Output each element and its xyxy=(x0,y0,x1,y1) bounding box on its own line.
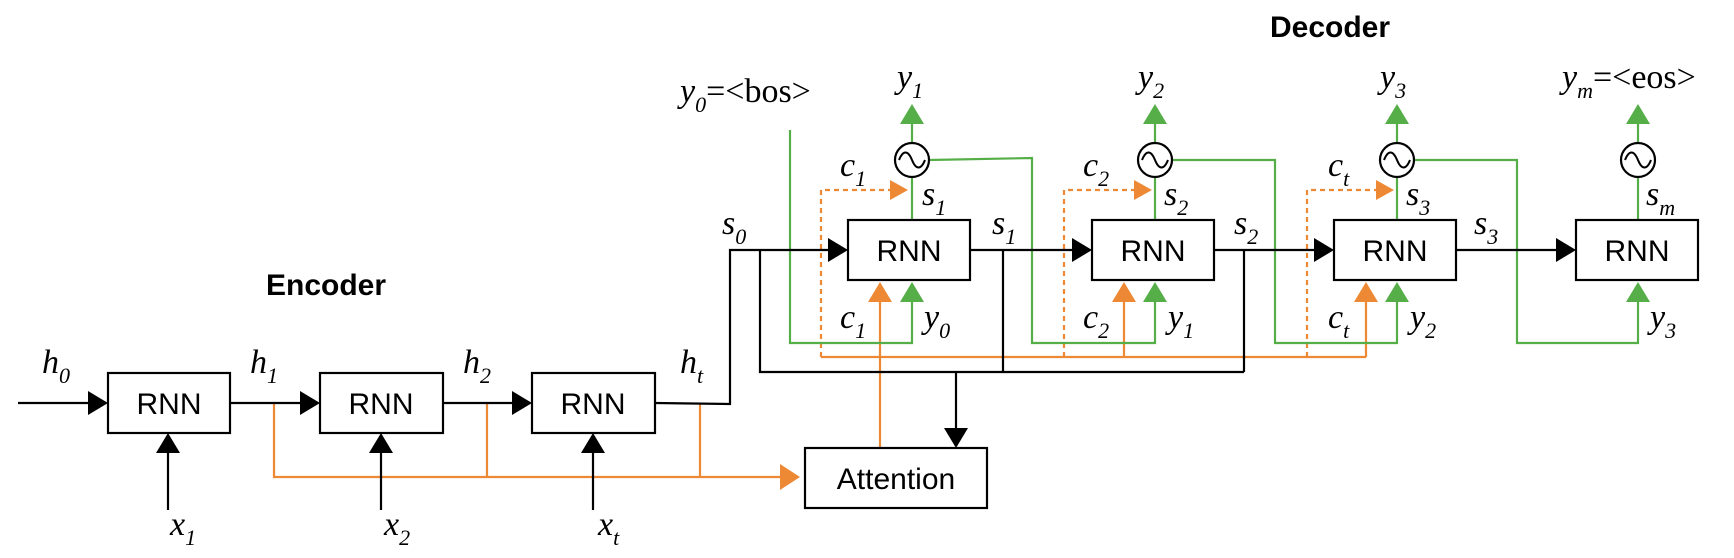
label-y3-input: y3 xyxy=(1647,299,1676,343)
rnn-label: RNN xyxy=(137,388,202,421)
sine-wave-circle-icon xyxy=(1619,141,1657,179)
label-x1: x1 xyxy=(169,506,196,550)
decoder-rnn-m: RNN xyxy=(1574,218,1700,282)
encoder-rnn-2: RNN xyxy=(318,371,445,435)
svg-text:c2: c2 xyxy=(1083,147,1109,191)
attention-block: Attention xyxy=(803,446,989,510)
rnn-label: RNN xyxy=(877,235,942,268)
label-y0-input: y0 xyxy=(921,299,950,343)
label-c2-bottom: c2 xyxy=(1083,299,1109,343)
label-y1-output: y1 xyxy=(894,59,923,103)
label-s2-upper: s2 xyxy=(1164,176,1188,220)
svg-text:s0: s0 xyxy=(722,205,746,249)
label-y2-input: y2 xyxy=(1407,299,1436,343)
label-ym-eos: ym=<eos> xyxy=(1559,59,1696,103)
encoder-rnn-t: RNN xyxy=(530,371,657,435)
svg-text:x1: x1 xyxy=(169,506,196,550)
sine-wave-circle-icon xyxy=(893,141,931,179)
label-x2: x2 xyxy=(383,506,410,550)
encoder-to-attention-lines xyxy=(272,403,800,490)
svg-text:s2: s2 xyxy=(1234,205,1258,249)
label-s3-upper: s3 xyxy=(1406,176,1430,220)
label-ct-bottom: ct xyxy=(1328,299,1350,343)
rnn-label: RNN xyxy=(349,388,414,421)
svg-text:y0=<bos>: y0=<bos> xyxy=(677,73,811,117)
svg-text:y1: y1 xyxy=(1165,299,1194,343)
rnn-label: RNN xyxy=(1363,235,1428,268)
decoder-output-lines xyxy=(788,104,1650,345)
svg-text:y1: y1 xyxy=(894,59,923,103)
decoder-rnn-1: RNN xyxy=(846,218,972,282)
label-h0: h0 xyxy=(42,344,70,388)
svg-text:h2: h2 xyxy=(463,344,491,388)
svg-text:c1: c1 xyxy=(840,147,866,191)
label-s2: s2 xyxy=(1234,205,1258,249)
encoder-title: Encoder xyxy=(266,269,386,302)
label-y0-bos: y0=<bos> xyxy=(677,73,811,117)
attention-context-lines xyxy=(819,180,1394,447)
label-ht: ht xyxy=(680,344,704,388)
svg-text:h1: h1 xyxy=(250,344,278,388)
svg-text:c1: c1 xyxy=(840,299,866,343)
svg-text:ct: ct xyxy=(1328,147,1350,191)
decoder-title: Decoder xyxy=(1270,11,1390,44)
label-h2: h2 xyxy=(463,344,491,388)
svg-text:s1: s1 xyxy=(992,205,1016,249)
label-c1-bottom: c1 xyxy=(840,299,866,343)
label-s3: s3 xyxy=(1474,205,1498,249)
state-flow-lines xyxy=(18,238,1576,510)
decoder-rnn-2: RNN xyxy=(1090,218,1216,282)
rnn-label: RNN xyxy=(1605,235,1670,268)
label-h1: h1 xyxy=(250,344,278,388)
svg-text:sm: sm xyxy=(1646,176,1675,220)
svg-text:h0: h0 xyxy=(42,344,70,388)
label-y1-input: y1 xyxy=(1165,299,1194,343)
encoder-rnn-1: RNN xyxy=(106,371,232,435)
svg-text:y3: y3 xyxy=(1377,59,1406,103)
rnn-label: RNN xyxy=(1121,235,1186,268)
label-s1-upper: s1 xyxy=(922,176,946,220)
svg-text:s1: s1 xyxy=(922,176,946,220)
svg-text:y0: y0 xyxy=(921,299,950,343)
decoder-rnn-3: RNN xyxy=(1332,218,1458,282)
svg-text:xt: xt xyxy=(597,506,620,550)
label-s1: s1 xyxy=(992,205,1016,249)
label-y2-output: y2 xyxy=(1135,59,1164,103)
label-s0: s0 xyxy=(722,205,746,249)
label-sm-upper: sm xyxy=(1646,176,1675,220)
label-ct-top: ct xyxy=(1328,147,1350,191)
svg-text:c2: c2 xyxy=(1083,299,1109,343)
svg-text:ym=<eos>: ym=<eos> xyxy=(1559,59,1696,103)
svg-text:ct: ct xyxy=(1328,299,1350,343)
rnn-label: RNN xyxy=(561,388,626,421)
label-c1-top: c1 xyxy=(840,147,866,191)
svg-text:s3: s3 xyxy=(1406,176,1430,220)
svg-text:s2: s2 xyxy=(1164,176,1188,220)
attention-label: Attention xyxy=(837,463,955,496)
label-xt: xt xyxy=(597,506,620,550)
label-c2-top: c2 xyxy=(1083,147,1109,191)
svg-text:x2: x2 xyxy=(383,506,410,550)
sine-wave-circle-icon xyxy=(1136,141,1174,179)
svg-text:y3: y3 xyxy=(1647,299,1676,343)
svg-text:ht: ht xyxy=(680,344,704,388)
label-y3-output: y3 xyxy=(1377,59,1406,103)
svg-text:s3: s3 xyxy=(1474,205,1498,249)
svg-text:y2: y2 xyxy=(1135,59,1164,103)
svg-text:y2: y2 xyxy=(1407,299,1436,343)
sine-wave-circle-icon xyxy=(1378,141,1416,179)
